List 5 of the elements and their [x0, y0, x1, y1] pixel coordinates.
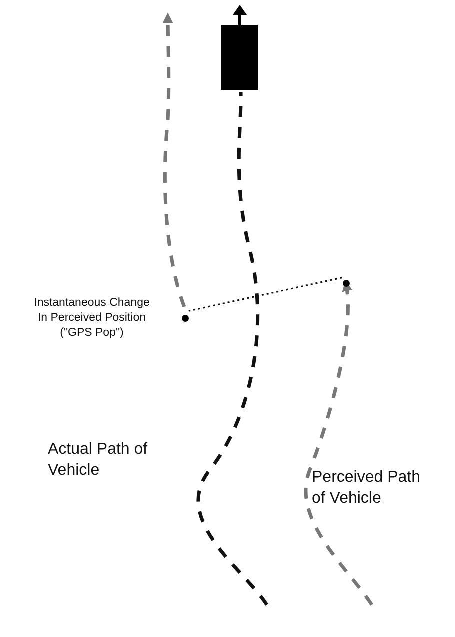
path-label: Actual Path of Vehicle: [48, 440, 148, 481]
path-arrow: [162, 12, 186, 308]
callout-text: Instantaneous Change In Perceived Position ("GPS Pop"): [33, 296, 151, 341]
connector-line: [188, 277, 342, 312]
path-label: Perceived Path of Vehicle: [312, 468, 422, 509]
